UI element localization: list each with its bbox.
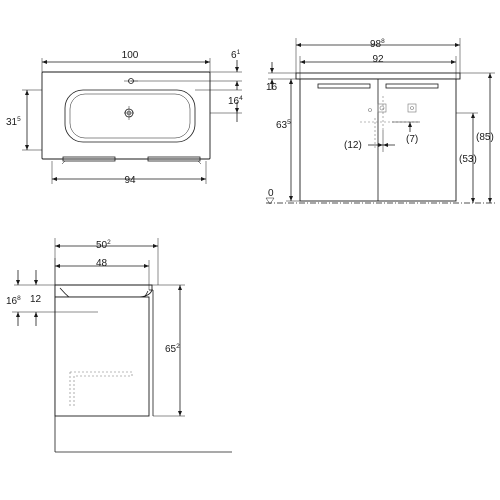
front-handle-left [317, 83, 371, 89]
floor-level-label: 0 [268, 188, 274, 199]
dim-total-height: 652 [165, 343, 180, 355]
dim-rim-height: 12 [30, 294, 42, 305]
dim-height-to-top: (85) [476, 132, 494, 143]
bowl-inner [69, 93, 191, 139]
dim-bowl-depth: 164 [228, 95, 243, 107]
countertop [295, 72, 461, 80]
dim-bowl-height: 168 [6, 295, 21, 307]
side-basin-profile [54, 284, 153, 298]
front-handle-right [385, 83, 439, 89]
dim-depth: 315 [6, 116, 21, 128]
side-view: 502 48 12 168 652 [6, 238, 232, 453]
top-view: 100 61 164 315 94 [6, 49, 243, 186]
dim-drain-offset: (7) [406, 134, 418, 145]
dim-cabinet-height: 635 [276, 119, 291, 131]
handle-left [62, 156, 116, 162]
dim-tap-offset: 61 [231, 49, 241, 61]
dim-height-to-bottom: (53) [459, 154, 477, 165]
side-cabinet [54, 296, 150, 417]
dim-front-cabinet-width: 92 [372, 54, 384, 65]
front-view: 988 92 16 635 (12) (7) [265, 38, 496, 205]
dim-top-thickness: 16 [266, 82, 278, 93]
dim-side-cabinet-depth: 48 [96, 258, 108, 269]
floor-marker [265, 197, 275, 205]
dim-overall-width: 988 [370, 38, 385, 50]
dim-cabinet-width: 94 [124, 175, 136, 186]
dim-drain-spacing: (12) [344, 140, 362, 151]
dim-overall-depth: 502 [96, 239, 111, 251]
bowl-outline [64, 89, 196, 143]
handle-right [147, 156, 201, 162]
dim-width-total: 100 [122, 50, 139, 61]
